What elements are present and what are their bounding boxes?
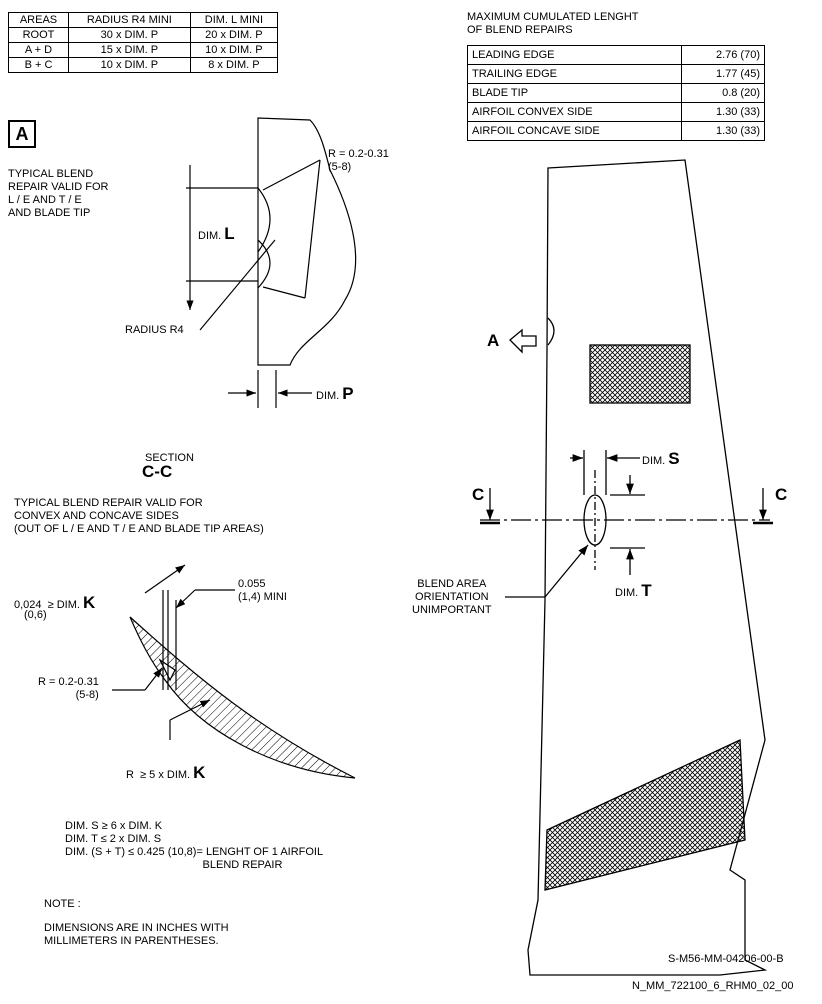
cell: 1.30 (33) xyxy=(681,102,765,122)
length-table-subtitle: OF BLEND REPAIRS xyxy=(467,24,573,36)
dim-p-label: P xyxy=(342,384,354,403)
header-cell: RADIUS R4 MINI xyxy=(68,12,191,28)
k-label: K xyxy=(83,593,96,612)
table-row: B + C 10 x DIM. P 8 x DIM. P xyxy=(8,57,279,73)
cell: 0.8 (20) xyxy=(681,83,765,103)
header-cell: AREAS xyxy=(8,12,69,28)
blend-area-note: BLEND AREA ORIENTATION UNIMPORTANT xyxy=(412,578,492,616)
sheet-reference: S-M56-MM-04206-00-B xyxy=(668,953,784,965)
note-text: DIMENSIONS ARE IN INCHES WITH MILLIMETER… xyxy=(44,922,229,947)
cell: 20 x DIM. P xyxy=(189,27,279,43)
cell: 30 x DIM. P xyxy=(68,27,191,43)
cell: 1.30 (33) xyxy=(681,121,765,141)
dim-t-prefix: DIM. xyxy=(615,587,639,599)
section-description: TYPICAL BLEND REPAIR VALID FOR CONVEX AN… xyxy=(14,497,264,535)
r-rule: R ≥ 5 x DIM. xyxy=(126,769,191,781)
r-k-label: K xyxy=(193,763,206,782)
header-cell: DIM. L MINI xyxy=(189,12,279,28)
cell: ROOT xyxy=(8,27,69,43)
cell: LEADING EDGE xyxy=(467,45,682,65)
dim-s-label: S xyxy=(668,449,680,468)
section-name: C-C xyxy=(142,462,173,481)
k-limit-mm: (0,6) xyxy=(24,609,47,621)
detail-a-marker: A xyxy=(8,120,36,148)
dim-l-label: L xyxy=(224,224,235,243)
cell: 8 x DIM. P xyxy=(189,57,279,73)
table-row: A + D 15 x DIM. P 10 x DIM. P xyxy=(8,42,279,58)
detail-a-description: TYPICAL BLEND REPAIR VALID FOR L / E AND… xyxy=(8,168,109,219)
cell: TRAILING EDGE xyxy=(467,64,682,84)
dim-s-prefix: DIM. xyxy=(642,455,666,467)
dim-t-label: T xyxy=(641,581,652,600)
radius-table: AREAS RADIUS R4 MINI DIM. L MINI ROOT 30… xyxy=(8,12,279,73)
dimension-rules: DIM. S ≥ 6 x DIM. K DIM. T ≤ 2 x DIM. S … xyxy=(65,820,324,871)
dim-p-prefix: DIM. xyxy=(316,390,340,402)
cell: AIRFOIL CONVEX SIDE xyxy=(467,102,682,122)
cell: 1.77 (45) xyxy=(681,64,765,84)
blade-drawing xyxy=(480,159,773,976)
dim-l-prefix: DIM. xyxy=(198,230,222,242)
section-radius-note: R = 0.2-0.31 (5-8) xyxy=(38,676,99,701)
cell: 10 x DIM. P xyxy=(68,57,191,73)
note-title: NOTE : xyxy=(44,898,81,910)
table-header-row: AREAS RADIUS R4 MINI DIM. L MINI xyxy=(8,12,279,28)
cell: B + C xyxy=(8,57,69,73)
file-reference: N_MM_722100_6_RHM0_02_00 xyxy=(632,980,794,992)
min-thickness: 0.055 (1,4) MINI xyxy=(238,578,287,603)
cell: BLADE TIP xyxy=(467,83,682,103)
cell: 10 x DIM. P xyxy=(189,42,279,58)
detail-a-drawing xyxy=(186,117,357,408)
section-cc-drawing xyxy=(112,564,356,779)
cell: 2.76 (70) xyxy=(681,45,765,65)
section-label: SECTION xyxy=(145,452,194,464)
cell: 15 x DIM. P xyxy=(68,42,191,58)
cell: AIRFOIL CONCAVE SIDE xyxy=(467,121,682,141)
table-row: ROOT 30 x DIM. P 20 x DIM. P xyxy=(8,27,279,43)
detail-a-radius-note: R = 0.2-0.31 (5-8) xyxy=(328,148,389,173)
section-marker-right: C xyxy=(775,485,788,504)
k-limit: 0,024 ≥ DIM. xyxy=(14,599,80,611)
radius-r4-label: RADIUS R4 xyxy=(125,324,184,336)
view-a-label: A xyxy=(487,331,500,350)
section-marker-left: C xyxy=(472,485,485,504)
cell: A + D xyxy=(8,42,69,58)
length-table-title: MAXIMUM CUMULATED LENGHT xyxy=(467,11,639,23)
